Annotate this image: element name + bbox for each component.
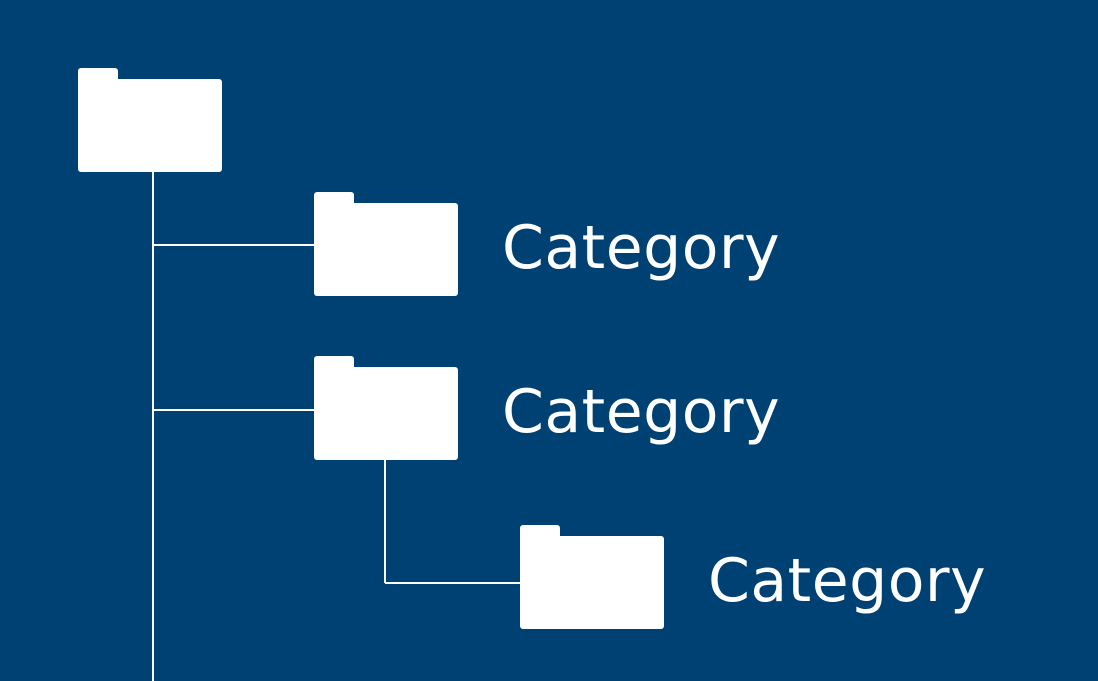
- folder-body: [314, 367, 458, 460]
- folder-icon: [314, 192, 458, 296]
- folder-icon: [520, 525, 664, 629]
- category-label: Category: [708, 546, 987, 616]
- folder-icon: [314, 356, 458, 460]
- root-folder-icon: [78, 68, 222, 172]
- category-label: Category: [502, 213, 781, 283]
- folder-body: [78, 79, 222, 172]
- folder-body: [520, 536, 664, 629]
- folder-body: [314, 203, 458, 296]
- category-label: Category: [502, 377, 781, 447]
